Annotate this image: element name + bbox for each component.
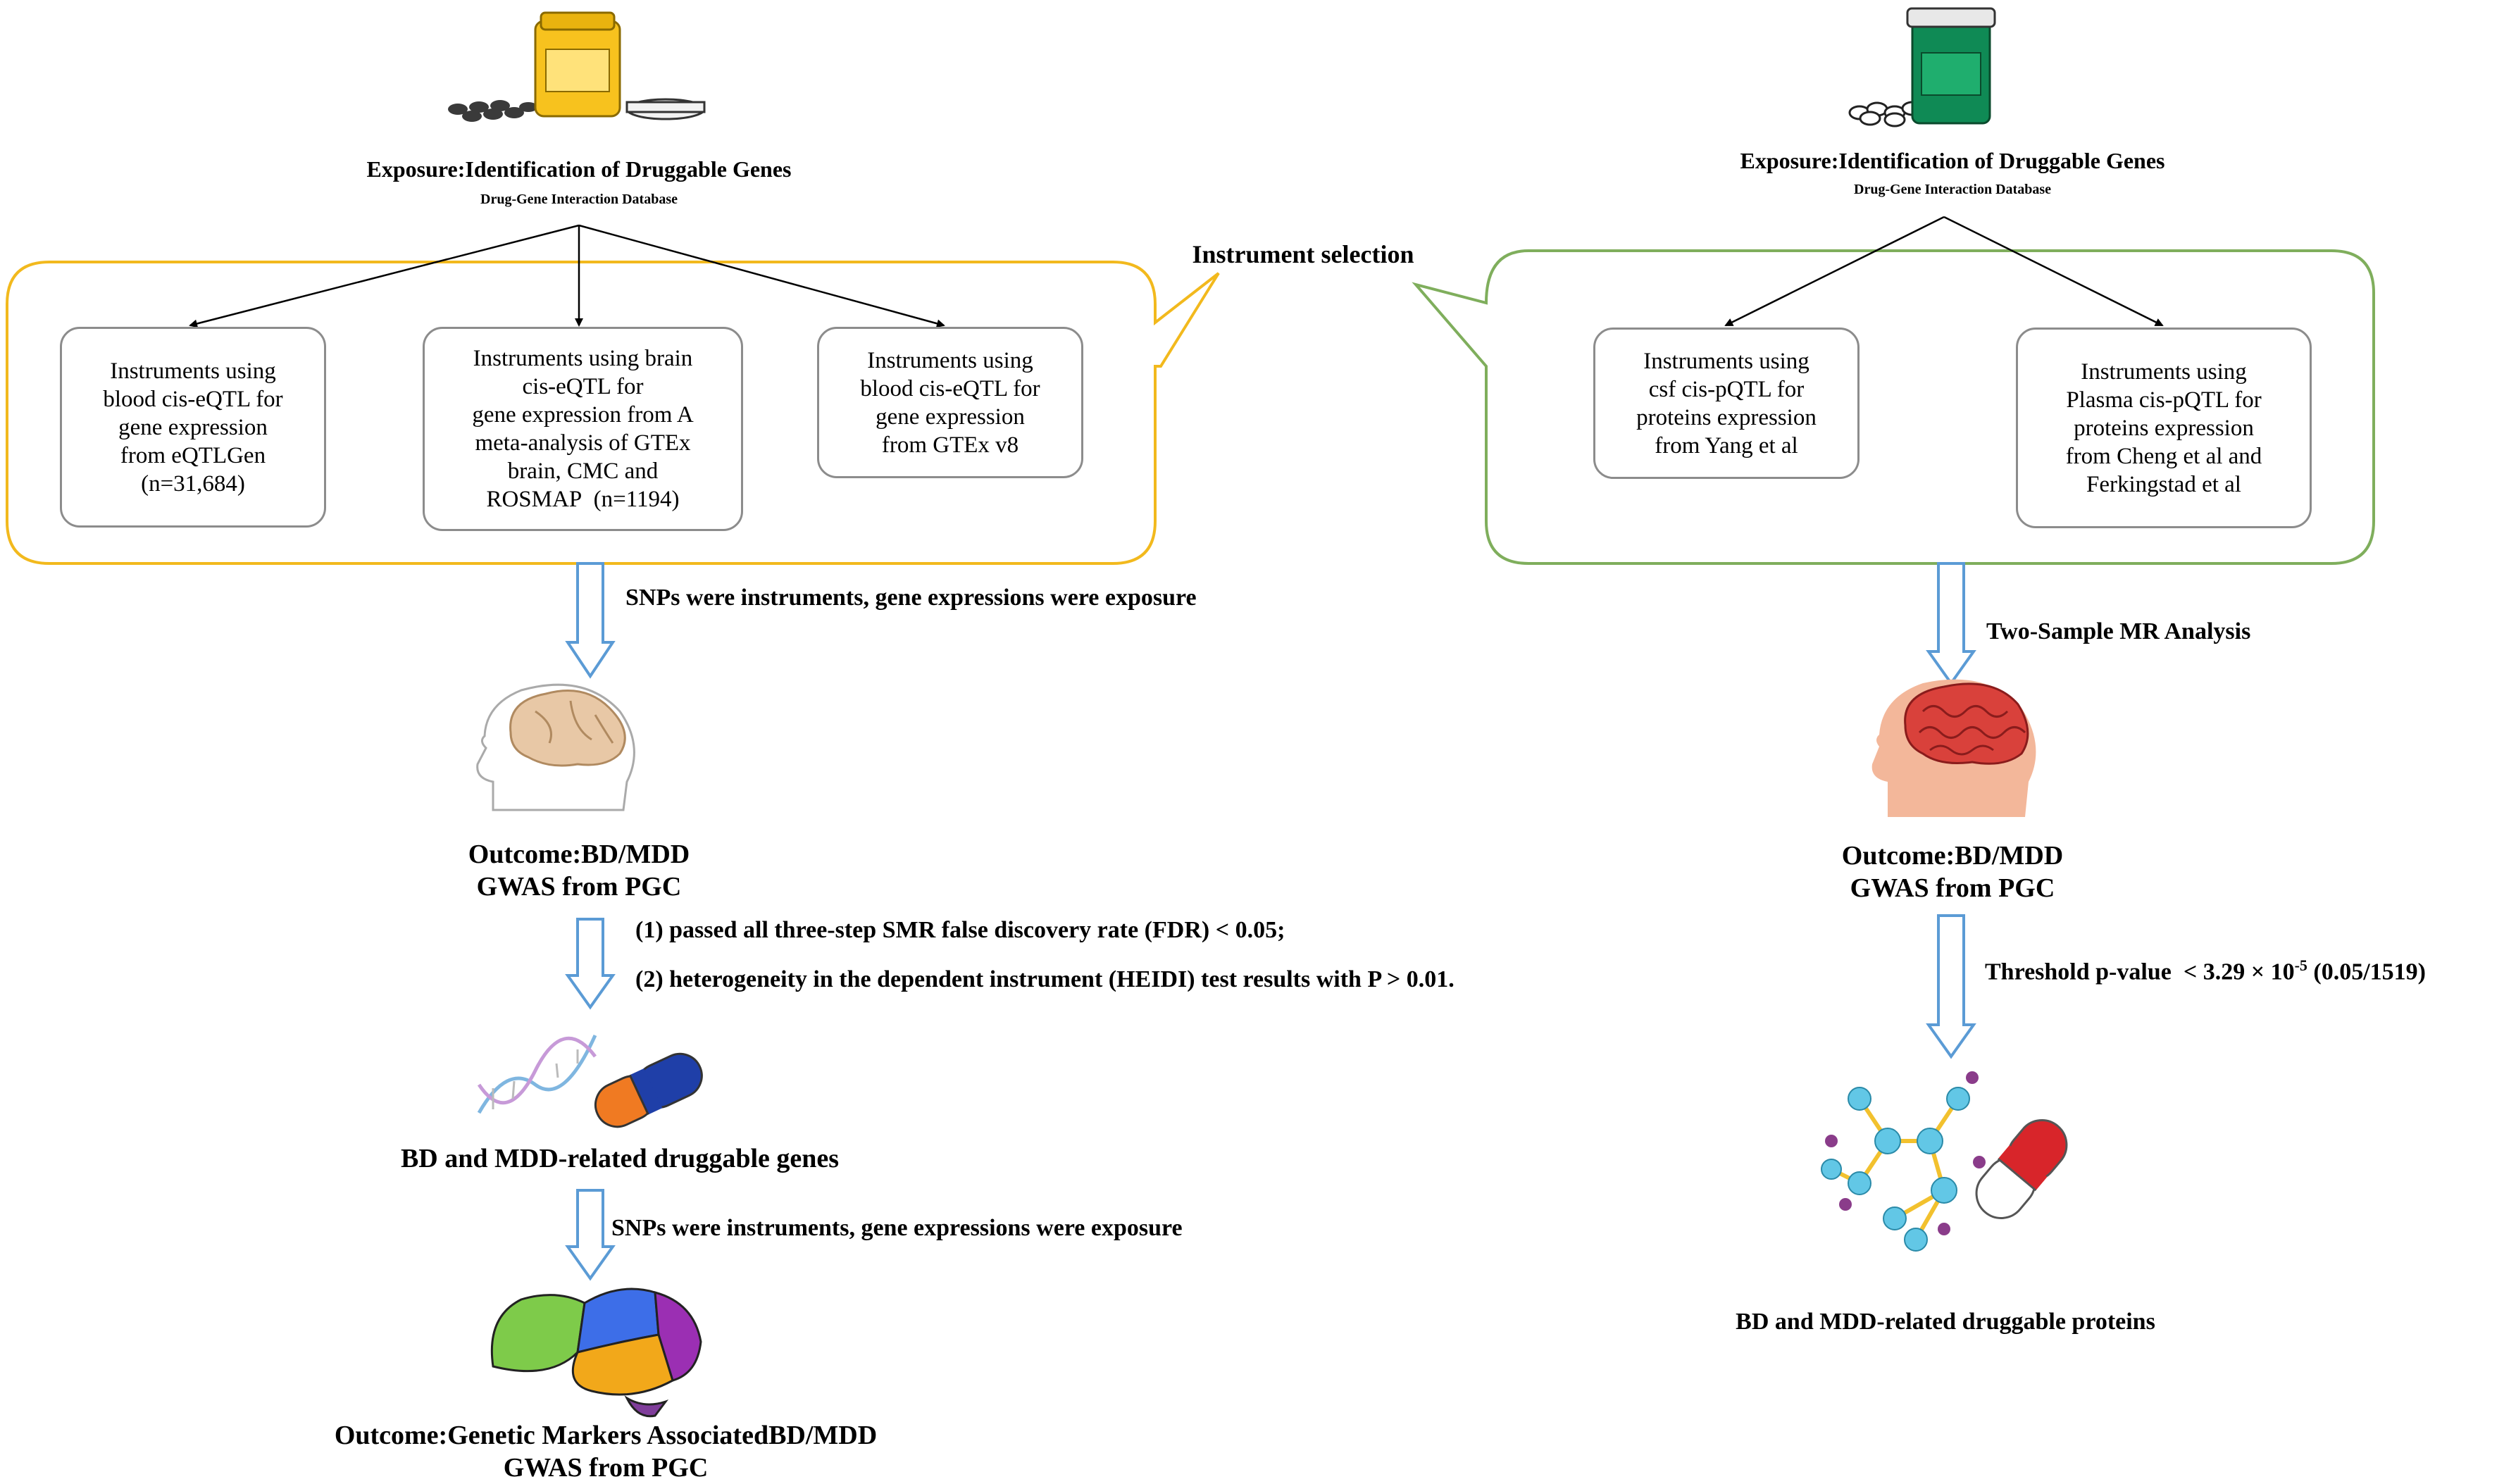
hollow-arrow-right-1 bbox=[1926, 562, 1976, 686]
right-exposure-subtitle: Drug-Gene Interaction Database bbox=[1854, 182, 2051, 197]
hollow-arrow-right-2 bbox=[1926, 914, 1976, 1059]
criteria-2: (2) heterogeneity in the dependent instr… bbox=[635, 966, 1455, 992]
right-exposure-title: Exposure:Identification of Druggable Gen… bbox=[1740, 148, 2165, 173]
hollow-arrow-left-1 bbox=[565, 562, 616, 679]
head-brain-red-icon bbox=[1871, 679, 2036, 817]
molecule-icon bbox=[1821, 1071, 1986, 1252]
criteria-1: (1) passed all three-step SMR false disc… bbox=[635, 917, 1285, 943]
left-outcome2: Outcome:Genetic Markers AssociatedBD/MDD… bbox=[334, 1421, 878, 1483]
head-brain-icon bbox=[476, 683, 635, 811]
dna-icon bbox=[477, 1034, 597, 1114]
left-step2-label: SNPs were instruments, gene expressions … bbox=[611, 1215, 1183, 1241]
hollow-arrow-left-2 bbox=[565, 918, 616, 1010]
pill-bottle-green-icon bbox=[1848, 7, 1996, 127]
right-fanout-arrows bbox=[1724, 216, 2164, 327]
left-step1-label: SNPs were instruments, gene expressions … bbox=[625, 585, 1197, 611]
right-outcome1: Outcome:BD/MDD GWAS from PGC bbox=[1841, 841, 2064, 903]
left-fanout-arrows bbox=[189, 224, 945, 328]
pill-bottle-yellow-icon bbox=[448, 11, 706, 122]
right-step1-label: Two-Sample MR Analysis bbox=[1986, 618, 2251, 644]
left-exposure-title: Exposure:Identification of Druggable Gen… bbox=[366, 156, 792, 182]
right-result-label: BD and MDD-related druggable proteins bbox=[1736, 1309, 2155, 1335]
left-exposure-subtitle: Drug-Gene Interaction Database bbox=[480, 192, 678, 207]
brain-lobes-icon bbox=[490, 1287, 702, 1418]
left-outcome1: Outcome:BD/MDD GWAS from PGC bbox=[468, 840, 690, 902]
left-result-label: BD and MDD-related druggable genes bbox=[400, 1144, 840, 1173]
hollow-arrows bbox=[565, 562, 1976, 1281]
instrument-selection-label: Instrument selection bbox=[1192, 240, 1414, 268]
capsule-icon bbox=[594, 1052, 703, 1128]
hollow-arrow-left-3 bbox=[565, 1189, 616, 1281]
threshold-label: Threshold p-value < 3.29 × 10-5 (0.05/15… bbox=[1985, 956, 2426, 985]
capsule-red-icon bbox=[1975, 1119, 2068, 1219]
